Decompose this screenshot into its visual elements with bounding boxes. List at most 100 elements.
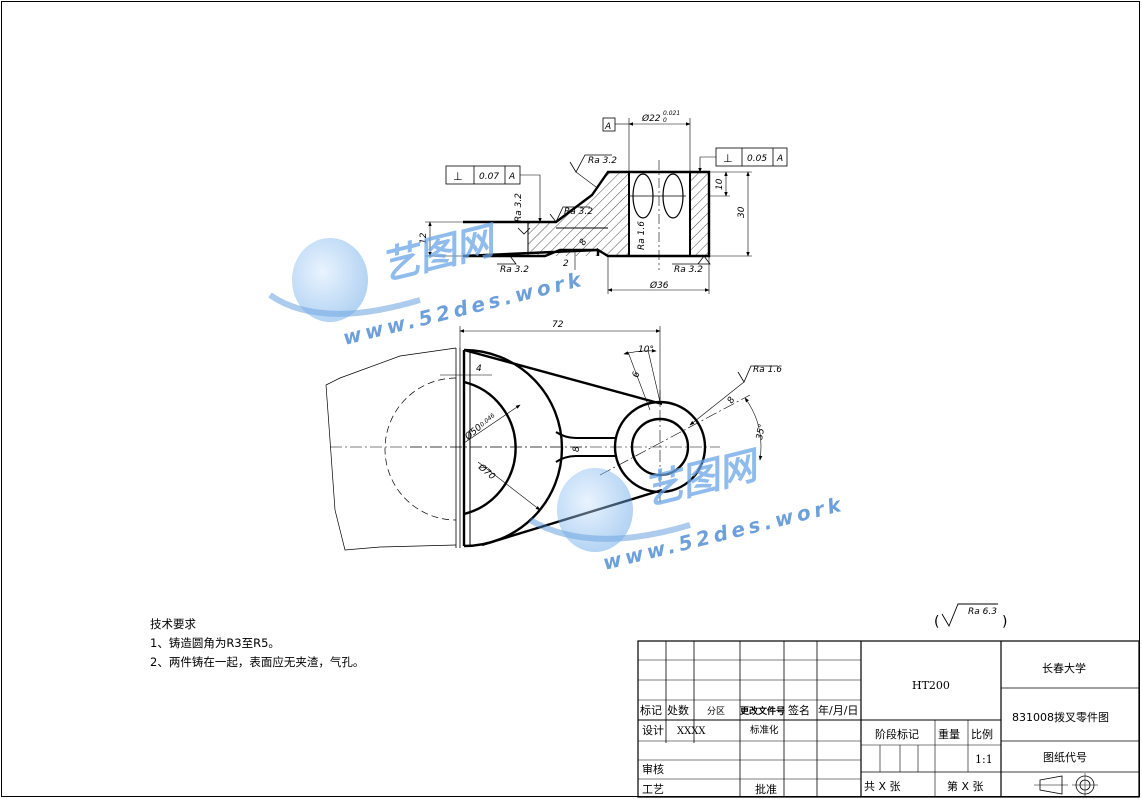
ra-vert-text: Ra 3.2 <box>514 193 524 222</box>
tb-stage-label: 阶段标记 <box>875 727 919 741</box>
tb-designer: XXXX <box>677 726 706 737</box>
dim-50-leader <box>463 404 521 444</box>
tb-rev-h3: 更改文件号 <box>740 705 785 717</box>
ra-plan-text: Ra 1.6 <box>753 365 782 375</box>
ra-top-leader <box>575 171 597 188</box>
ra-plan-leader <box>689 381 745 426</box>
watermark-brand-2: 艺图网 <box>640 442 766 513</box>
watermark-swoosh-2 <box>528 517 691 542</box>
perp-right-ref: A <box>776 154 783 164</box>
default-roughness-symbol <box>941 603 998 628</box>
section-hatch-boss-left <box>608 172 629 256</box>
tb-scale-label: 比例 <box>971 727 993 741</box>
dim-4-text: 4 <box>476 364 482 374</box>
fork-top-edge <box>463 348 663 406</box>
dim-2-text: 2 <box>563 259 569 269</box>
perp-left-ref: A <box>508 172 515 182</box>
dim-22-tol-up: 0.021 <box>663 110 680 117</box>
plan-centerline-diag <box>599 394 751 476</box>
default-roughness-close: ) <box>1002 614 1007 630</box>
default-roughness: ( Ra 6.3 ) <box>934 603 1007 630</box>
plan-view: 72 4 10° 6 Ra 1.6 8 35° Ø50 0.046 Ø70 8 <box>325 320 782 551</box>
section-view: A Ø22 0.021 0 ⊥ 0.05 A ⊥ 0.07 A Ra 3.2 R… <box>419 110 788 294</box>
tb-design-label: 设计 <box>642 724 664 737</box>
dim-8b-text: 8 <box>572 446 582 452</box>
ra-bottom-left-symbol <box>497 255 517 265</box>
dim-35deg-text: 35° <box>755 423 768 440</box>
dim-22-tol-low: 0 <box>663 117 667 124</box>
perp-right-tol: 0.05 <box>747 154 767 164</box>
watermark-url-2: www.52des.work <box>600 491 847 574</box>
dim-70-text: Ø70 <box>475 461 497 482</box>
ra-bottom-right-text: Ra 3.2 <box>674 265 703 275</box>
dim-6-text: 6 <box>631 370 642 378</box>
technical-notes-heading: 技术要求 <box>150 617 196 631</box>
dim-50-tol: 0.046 <box>479 412 497 429</box>
ra-bottom-right-symbol <box>672 255 711 265</box>
dim-35deg-arc <box>744 397 763 461</box>
fork-rib <box>555 431 616 463</box>
ra-top-text: Ra 3.2 <box>588 156 617 166</box>
dim-36-text: Ø36 <box>649 280 669 291</box>
tb-scale-value: 1:1 <box>975 753 993 766</box>
dim-70-leader <box>477 461 541 511</box>
technical-note-2: 2、两件铸在一起，表面应无夹渣，气孔。 <box>150 655 365 669</box>
tb-weight-label: 重量 <box>938 727 960 741</box>
tb-material: HT200 <box>912 679 950 692</box>
dim-8-text: 8 <box>726 395 738 405</box>
tb-sheets-total: 共 X 张 <box>864 780 901 793</box>
tb-school: 长春大学 <box>1042 661 1086 675</box>
perp-left-tol: 0.07 <box>479 172 499 182</box>
title-block: HT200 长春大学 831008拨叉零件图 图纸代号 阶段标记 重量 比例 1… <box>637 640 1140 798</box>
fork-inner-arc <box>463 380 517 516</box>
ra-top-symbol <box>569 154 612 173</box>
ra-bore-text: Ra 1.6 <box>637 221 647 250</box>
phantom-outline <box>325 347 457 551</box>
tb-rev-h0: 标记 <box>640 703 662 717</box>
tb-rev-h5: 年/月/日 <box>818 703 858 717</box>
tb-drawing-code-label: 图纸代号 <box>1043 751 1087 764</box>
technical-note-1: 1、铸造圆角为R3至R5。 <box>150 636 280 650</box>
dim-8-sec-text: 8 <box>578 237 590 247</box>
tb-part-name: 831008拨叉零件图 <box>1012 710 1109 724</box>
ra-mid-symbol <box>549 206 590 223</box>
perp-left-symbol: ⊥ <box>453 170 463 183</box>
watermark-2: 艺图网 www.52des.work <box>528 442 847 575</box>
fork-outer-arc <box>463 348 564 548</box>
dim-10deg-leader-a <box>627 351 651 411</box>
ra-vert-symbol <box>517 227 531 235</box>
watermark-globe-icon-2 <box>557 468 633 552</box>
default-roughness-text: Ra 6.3 <box>968 607 997 617</box>
datum-a-box <box>602 117 616 132</box>
watermark-globe-icon <box>292 238 368 322</box>
tb-rev-h1: 处数 <box>667 704 689 717</box>
tb-approve-label: 批准 <box>755 782 777 796</box>
phantom-arc <box>384 377 457 521</box>
dim-10-text: 10 <box>715 178 725 190</box>
section-hatch-boss-right <box>690 172 709 256</box>
datum-a-label: A <box>604 122 611 132</box>
tb-rev-h2: 分区 <box>707 706 725 717</box>
projection-symbol-icon <box>1034 773 1098 797</box>
ra-mid-text: Ra 3.2 <box>564 207 593 217</box>
tb-rev-h4: 签名 <box>788 703 810 717</box>
tb-review-label: 审核 <box>642 762 664 776</box>
tb-standard-label: 标准化 <box>750 724 779 736</box>
ra-plan-symbol <box>737 365 778 383</box>
perp-left-leader <box>520 174 542 223</box>
dim-10deg-leader-b <box>647 349 661 403</box>
tb-process-label: 工艺 <box>642 783 664 796</box>
tb-sheet-no: 第 X 张 <box>947 779 984 793</box>
watermark-brand-1: 艺图网 <box>377 217 503 288</box>
dim-10deg-text: 10° <box>638 345 654 355</box>
default-roughness-open: ( <box>934 614 939 630</box>
perp-right-symbol: ⊥ <box>723 152 733 165</box>
dim-30-text: 30 <box>737 206 747 218</box>
ra-bottom-left-text: Ra 3.2 <box>500 265 529 275</box>
technical-notes: 技术要求 1、铸造圆角为R3至R5。 2、两件铸在一起，表面应无夹渣，气孔。 <box>150 615 364 672</box>
dim-10deg-arc <box>623 348 657 355</box>
dim-22-text: Ø22 <box>641 113 661 124</box>
watermark-swoosh <box>268 292 421 317</box>
